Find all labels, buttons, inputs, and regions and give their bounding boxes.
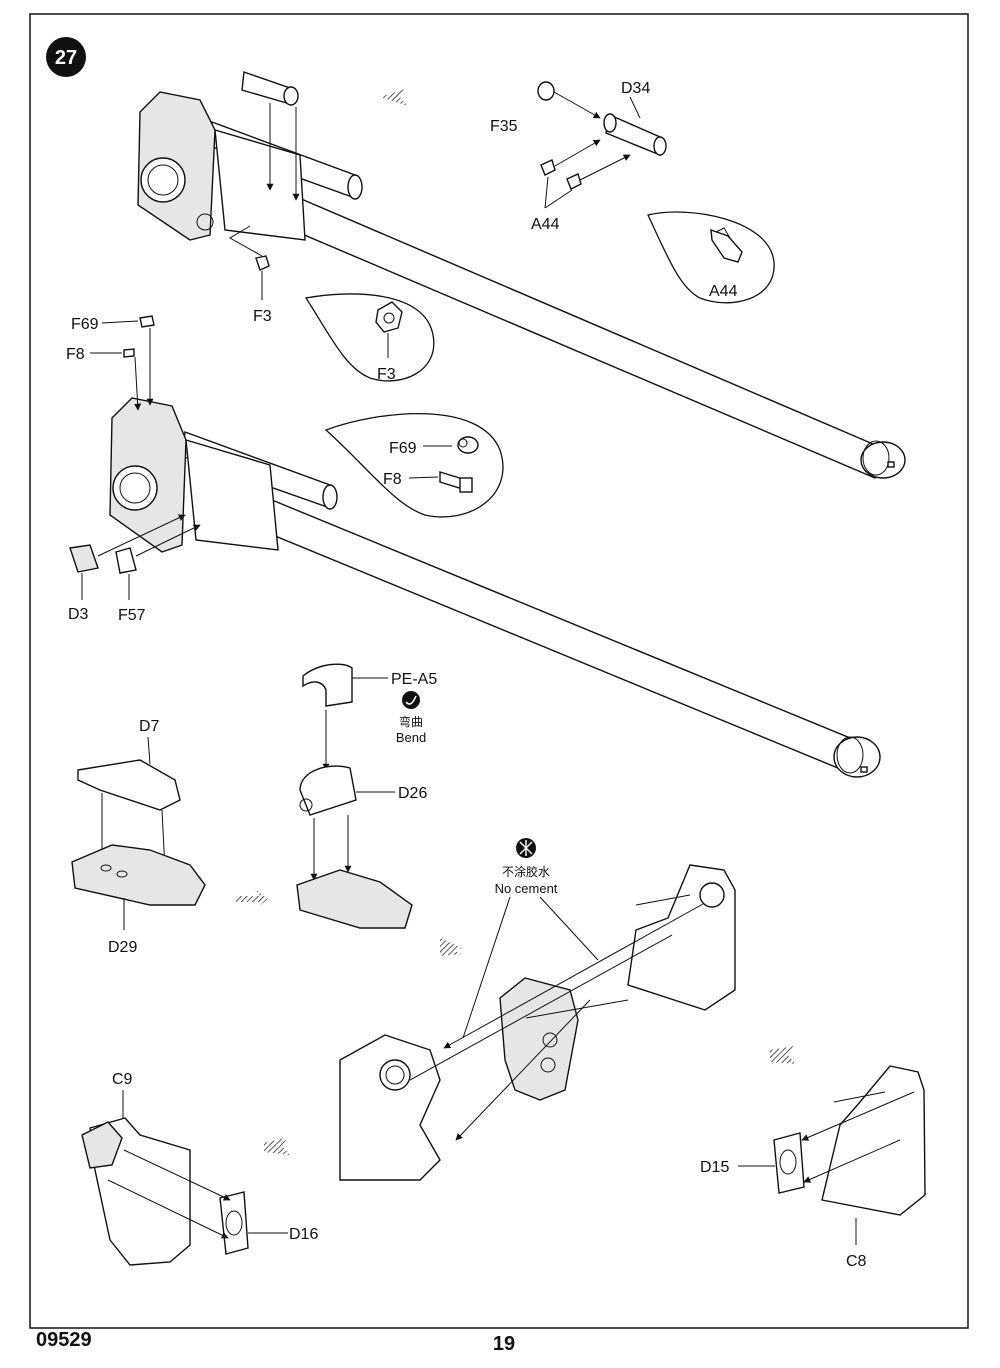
label-F8: F8 [66, 346, 85, 363]
gun-assembly-middle [109, 397, 881, 778]
no-cement-note-en: No cement [495, 881, 558, 896]
part-F35-D34-A44 [537, 81, 667, 209]
label-A44: A44 [531, 216, 560, 233]
no-cement-note-cn: 不涂胶水 [502, 864, 550, 879]
part-PE-A5-D26 [296, 663, 413, 929]
label-D16: D16 [289, 1226, 318, 1243]
label-F35: F35 [490, 118, 518, 135]
part-C9-D16 [81, 1090, 288, 1266]
label-D29: D29 [108, 939, 137, 956]
label-D26: D26 [398, 785, 427, 802]
kit-number: 09529 [36, 1329, 92, 1351]
step-number: 27 [55, 47, 77, 69]
flow-arrow-icon [264, 1137, 290, 1155]
label-D3: D3 [68, 606, 89, 623]
label-F57: F57 [118, 607, 146, 624]
flow-arrow-icon [440, 938, 462, 956]
label-D15: D15 [700, 1159, 729, 1176]
step-badge: 27 [46, 37, 86, 77]
gun-assembly-upper [137, 71, 906, 479]
label-F3: F3 [253, 308, 272, 325]
flow-arrow-icon [236, 888, 268, 910]
flow-arrow-icon [770, 1046, 796, 1064]
label-F8-detail: F8 [383, 471, 402, 488]
bend-note-cn: 弯曲 [399, 714, 423, 729]
label-PE-A5: PE-A5 [391, 671, 437, 688]
detail-callout-A44 [647, 211, 775, 304]
flow-arrow-icon [380, 88, 408, 106]
detail-callout-F69-F8 [324, 412, 504, 518]
label-C9: C9 [112, 1071, 133, 1088]
label-F69: F69 [71, 316, 99, 333]
label-A44-detail: A44 [709, 283, 738, 300]
label-C8: C8 [846, 1253, 867, 1270]
bend-note-en: Bend [396, 730, 426, 745]
page-frame [29, 13, 969, 1329]
part-D15-C8 [738, 1065, 926, 1245]
part-D7-D29 [71, 736, 206, 930]
label-F3-detail: F3 [377, 366, 396, 383]
no-cement-icon [516, 838, 536, 858]
label-D34: D34 [621, 80, 650, 97]
cradle-assembly-center [339, 864, 736, 1181]
label-F69-detail: F69 [389, 440, 417, 457]
part-F69-F8 [90, 315, 155, 411]
detail-callout-F3 [304, 293, 435, 382]
bend-icon [402, 691, 420, 709]
part-D3-F57 [69, 514, 201, 600]
part-F3 [229, 225, 270, 300]
page-number: 19 [493, 1333, 515, 1355]
label-D7: D7 [139, 718, 160, 735]
